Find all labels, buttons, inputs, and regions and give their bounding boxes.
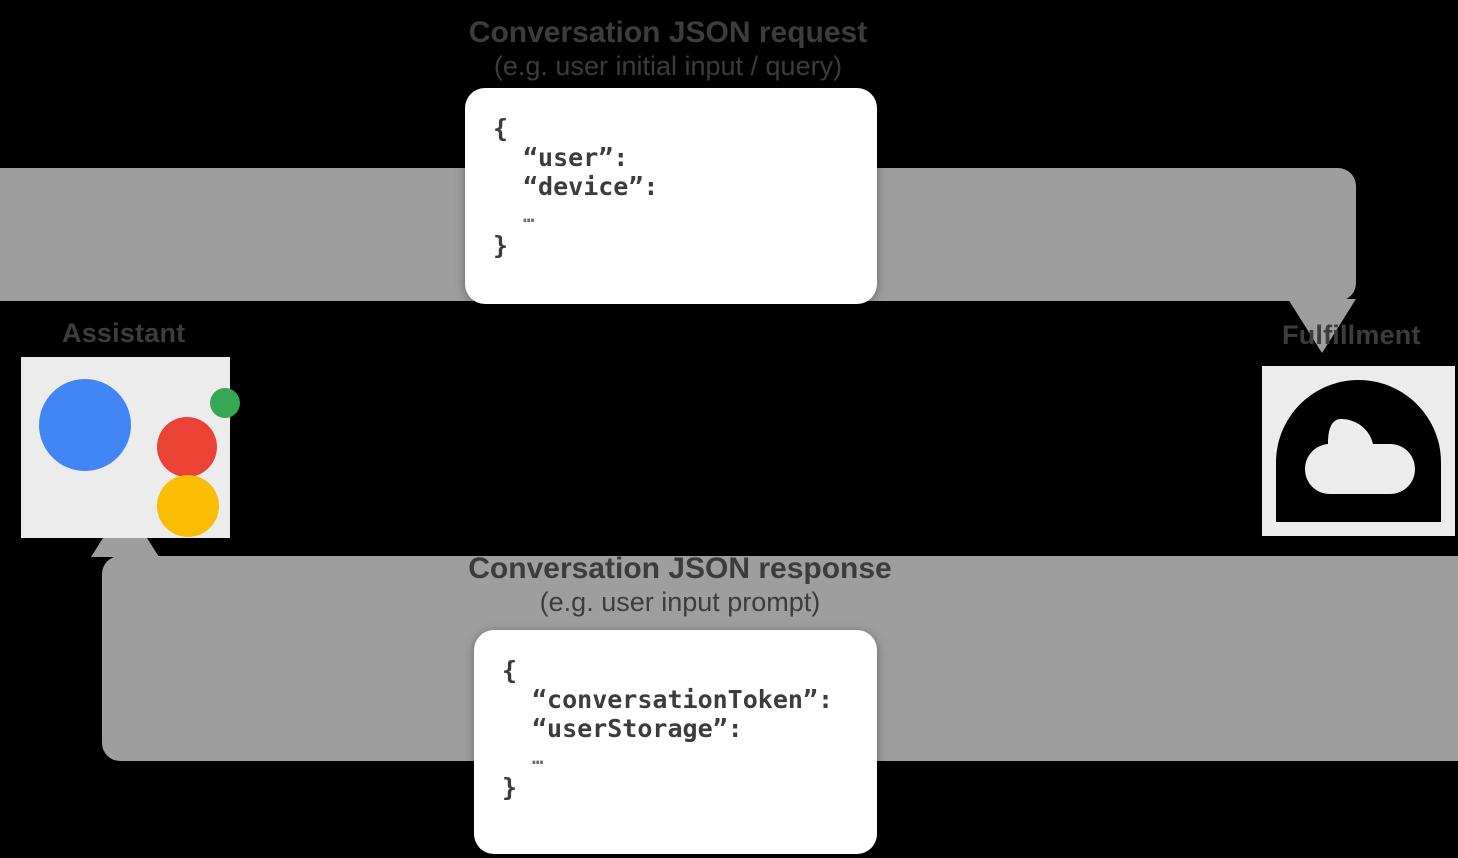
json-line: “device”: [523, 172, 659, 201]
assistant-node[interactable] [21, 357, 240, 538]
cloud-icon [1276, 380, 1441, 522]
request-caption-title: Conversation JSON request [468, 16, 868, 49]
json-line: “user”: [523, 143, 629, 172]
response-caption: Conversation JSON response (e.g. user in… [395, 552, 965, 618]
response-caption-subtitle: (e.g. user input prompt) [539, 587, 821, 617]
response-json-card: { “conversationToken”: “userStorage”: … … [474, 630, 877, 854]
google-assistant-green-dot-icon [210, 388, 240, 418]
json-line: … [532, 747, 544, 769]
request-caption: Conversation JSON request (e.g. user ini… [383, 16, 953, 82]
json-line: } [493, 231, 509, 260]
request-arrow-head-icon [1288, 299, 1356, 353]
google-assistant-red-dot-icon [157, 417, 217, 477]
json-line: “userStorage”: [532, 714, 743, 743]
json-line: … [523, 205, 535, 227]
json-line: { [493, 114, 509, 143]
json-line: } [502, 773, 518, 802]
json-line: “conversationToken”: [532, 685, 834, 714]
google-assistant-blue-dot-icon [39, 379, 131, 471]
request-caption-subtitle: (e.g. user initial input / query) [493, 51, 843, 81]
json-line: { [502, 656, 518, 685]
assistant-label: Assistant [62, 318, 186, 348]
google-assistant-yellow-dot-icon [157, 475, 219, 537]
request-json-card: { “user”: “device”: … } [465, 88, 877, 304]
fulfillment-node[interactable] [1262, 366, 1455, 536]
response-caption-title: Conversation JSON response [468, 552, 892, 585]
fulfillment-label: Fulfillment [1282, 320, 1421, 350]
